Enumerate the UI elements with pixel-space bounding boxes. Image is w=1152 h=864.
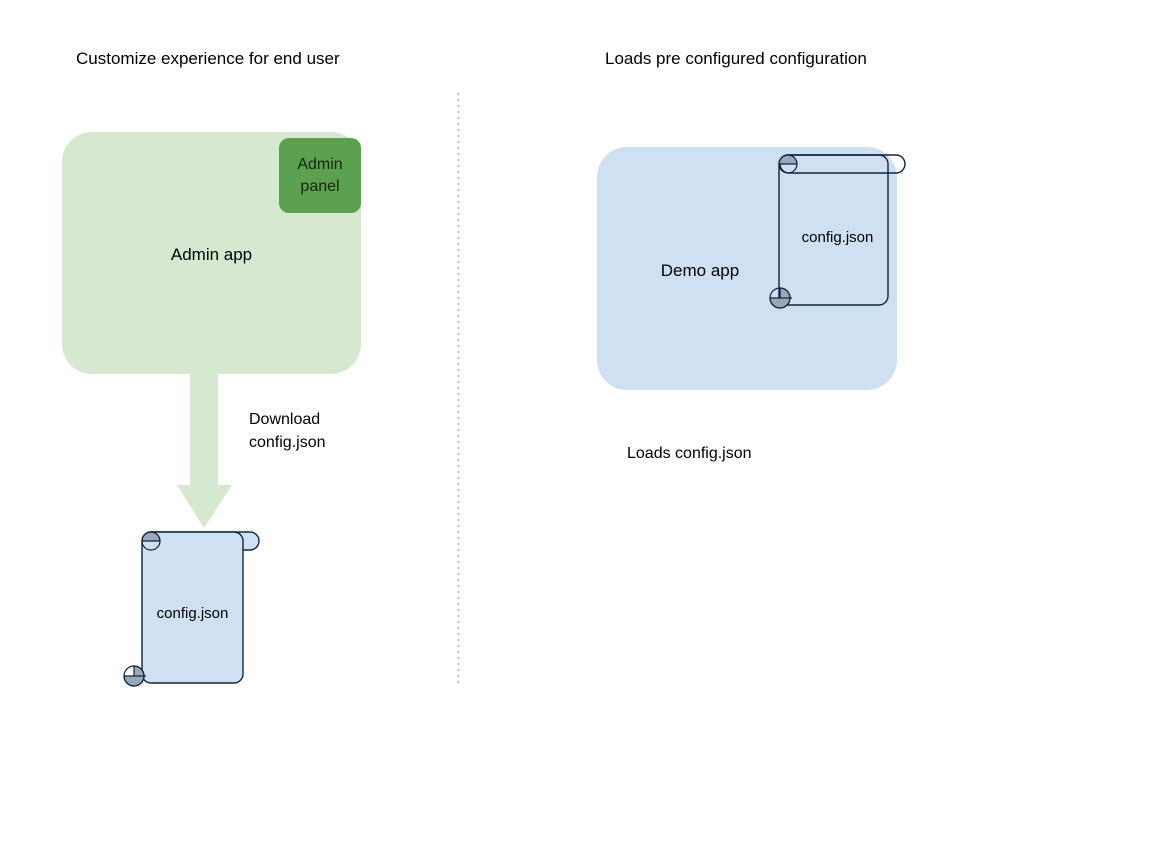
left-section-title: Customize experience for end user	[76, 49, 340, 68]
admin-panel-box[interactable]	[279, 138, 361, 213]
download-arrow-label: Download config.json	[249, 411, 326, 451]
config-json-label-right: config.json	[801, 229, 874, 246]
config-json-label-left: config.json	[156, 605, 229, 622]
loads-config-caption: Loads config.json	[627, 445, 752, 462]
demo-app-box[interactable]	[597, 147, 897, 390]
config-json-document-right[interactable]	[769, 154, 906, 309]
admin-panel-label: Admin panel	[297, 156, 343, 196]
admin-app-label: Admin app	[170, 245, 253, 264]
right-section-title: Loads pre configured configuration	[605, 49, 867, 68]
config-json-document-left[interactable]	[123, 531, 260, 687]
download-arrow	[177, 372, 232, 528]
demo-app-label: Demo app	[660, 261, 740, 280]
document-curl-top-right-outline	[778, 154, 798, 174]
document-curl-top-left-outline	[141, 531, 161, 551]
